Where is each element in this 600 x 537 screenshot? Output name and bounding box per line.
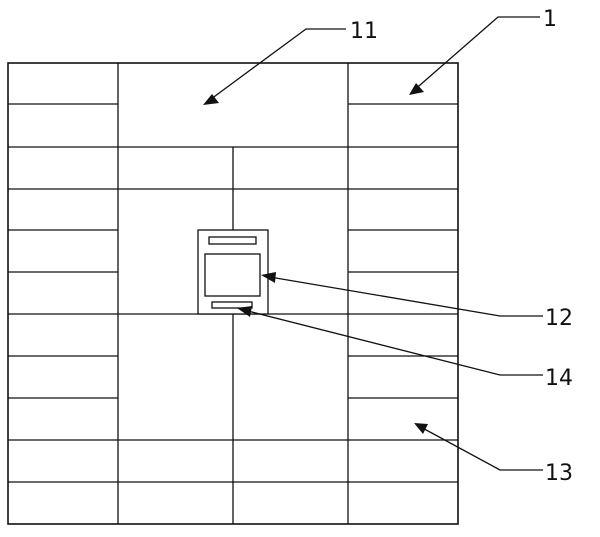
label-13: 13 xyxy=(545,461,573,486)
label-14: 14 xyxy=(545,366,573,391)
reference-labels: 11 1 12 14 13 xyxy=(350,7,573,486)
control-module xyxy=(198,230,268,314)
arrowhead-1 xyxy=(409,83,424,95)
label-12: 12 xyxy=(545,306,573,331)
leader-line-13 xyxy=(417,425,543,470)
leader-line-1 xyxy=(412,17,540,92)
label-11: 11 xyxy=(350,19,378,44)
leader-line-11 xyxy=(207,29,346,102)
leader-line-12 xyxy=(264,276,543,316)
label-1: 1 xyxy=(543,7,557,32)
arrowhead-13 xyxy=(414,423,428,434)
leader-line-14 xyxy=(240,309,543,375)
